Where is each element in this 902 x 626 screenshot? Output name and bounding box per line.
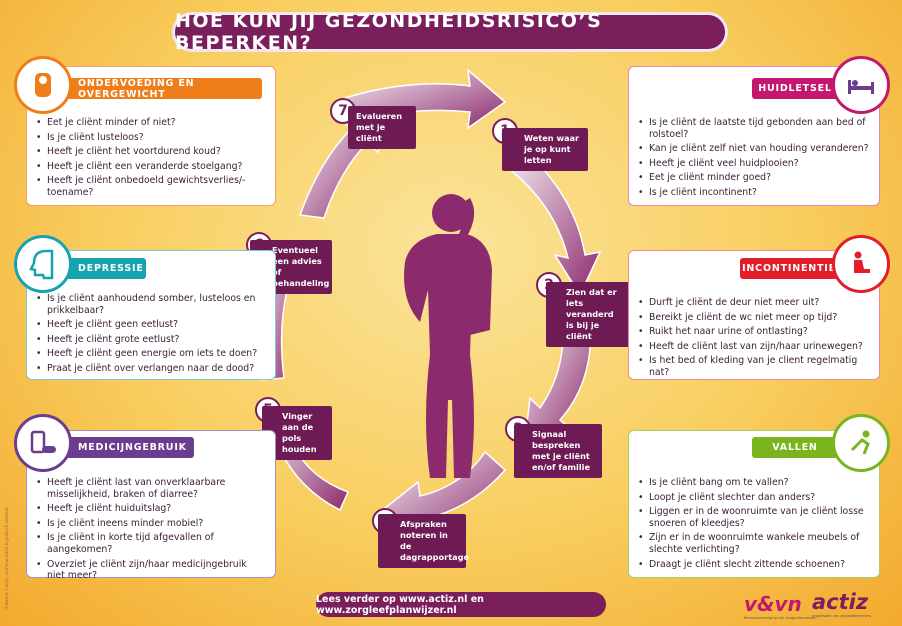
list-item: Heeft je cliënt onbedoeld gewichtsverlie…	[36, 175, 267, 198]
list-item: Is je cliënt ineens minder mobiel?	[36, 518, 267, 530]
bed-person-icon	[832, 56, 890, 114]
list-item: Is je cliënt aanhoudend somber, lusteloo…	[36, 293, 267, 316]
vvn-logo: v&vn Beroepsvereniging van zorgprofessio…	[744, 592, 816, 620]
scale-person-icon	[14, 56, 72, 114]
list-item: Heeft je cliënt geen eetlust?	[36, 319, 267, 331]
thinking-person-figure	[404, 194, 492, 478]
head-profile-icon	[14, 235, 72, 293]
list-item: Heeft de cliënt last van zijn/haar urine…	[638, 341, 871, 353]
list-item: Heeft je cliënt veel huidplooien?	[638, 158, 871, 170]
list-item: Heeft je cliënt grote eetlust?	[36, 334, 267, 346]
list-item: Is je cliënt bang om te vallen?	[638, 477, 871, 489]
list-item: Loopt je cliënt slechter dan anders?	[638, 492, 871, 504]
category-ondervoeding: ONDERVOEDING EN OVERGEWICHT	[66, 78, 262, 100]
actiz-logo-text: actiz	[812, 590, 869, 614]
list-item: Heeft je cliënt huiduitslag?	[36, 503, 267, 515]
list-item: Is je cliënt de laatste tijd gebonden aa…	[638, 117, 871, 140]
list-item: Draagt je cliënt slecht zittende schoene…	[638, 559, 871, 571]
falling-person-icon	[832, 414, 890, 472]
list-item: Heeft je cliënt geen energie om iets te …	[36, 348, 267, 360]
list-item: Is je cliënt lusteloos?	[36, 132, 267, 144]
step-4-label: Afspraken noteren in de dagrapportage	[378, 514, 469, 569]
step-7-label: Evalueren met je cliënt	[348, 106, 416, 150]
list-item: Is je cliënt incontinent?	[638, 187, 871, 199]
footer-link-bar[interactable]: Lees verder op www.actiz.nl en www.zorgl…	[316, 592, 606, 617]
list-item: Kan je cliënt zelf niet van houding vera…	[638, 143, 871, 155]
toilet-person-icon	[832, 235, 890, 293]
vvn-tagline: Beroepsvereniging van zorgprofessionals	[744, 616, 817, 620]
page-title: HOE KUN JIJ GEZONDHEIDSRISICO’S BEPERKEN…	[172, 10, 728, 54]
list-item: Is het bed of kleding van je client rege…	[638, 355, 871, 378]
step-1-label: Weten waar je op kunt letten	[502, 128, 588, 172]
step-3-label: Signaal bespreken met je cliënt en/of fa…	[514, 424, 602, 479]
design-credit: Ontwerp: Caroly, communicatie & grafisch…	[4, 507, 9, 610]
list-item: Ruikt het naar urine of ontlasting?	[638, 326, 871, 338]
list-item: Bereikt je cliënt de wc niet meer op tij…	[638, 312, 871, 324]
category-incontinentie: INCONTINENTIE	[740, 258, 838, 279]
vvn-logo-text: v&vn	[744, 592, 802, 616]
list-item: Is je cliënt in korte tijd afgevallen of…	[36, 532, 267, 555]
pills-icon	[14, 414, 72, 472]
list-item: Liggen er in de woonruimte van je cliënt…	[638, 506, 871, 529]
list-item: Heeft je cliënt last van onverklaarbare …	[36, 477, 267, 500]
list-item: Eet je cliënt minder goed?	[638, 172, 871, 184]
category-depressie: DEPRESSIE	[66, 258, 146, 279]
list-item: Praat je cliënt over verlangen naar de d…	[36, 363, 267, 375]
category-huidletsel: HUIDLETSEL	[752, 78, 838, 99]
list-item: Durft je cliënt de deur niet meer uit?	[638, 297, 871, 309]
list-item: Heeft je cliënt het voortdurend koud?	[36, 146, 267, 158]
list-item: Eet je cliënt minder of niet?	[36, 117, 267, 129]
category-vallen: VALLEN	[752, 437, 838, 458]
category-medicijngebruik: MEDICIJNGEBRUIK	[66, 437, 194, 458]
list-item: Heeft je cliënt een veranderde stoelgang…	[36, 161, 267, 173]
list-item: Zijn er in de woonruimte wankele meubels…	[638, 532, 871, 555]
step-2-label: Zien dat er iets veranderd is bij je cli…	[546, 282, 632, 348]
actiz-tagline: organisatie van zorgondernemers	[812, 614, 872, 618]
list-item: Overziet je cliënt zijn/haar medicijngeb…	[36, 559, 267, 582]
actiz-logo: actiz organisatie van zorgondernemers	[812, 590, 871, 618]
